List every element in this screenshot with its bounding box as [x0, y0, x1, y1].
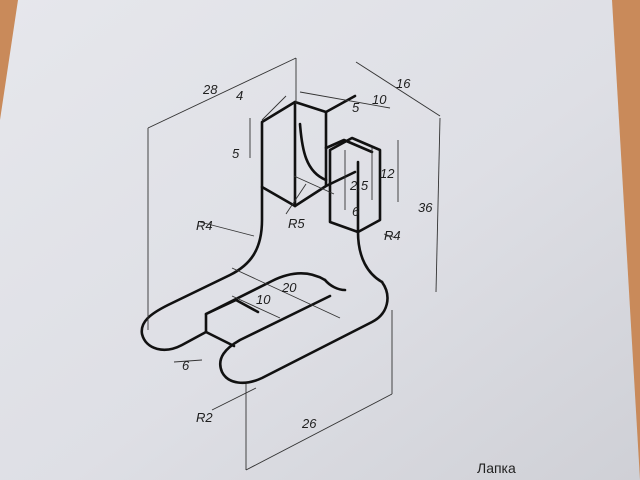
- part-drawing: [140, 94, 389, 385]
- dim-26: 26: [301, 416, 317, 431]
- dim-r4-left: R4: [196, 218, 213, 233]
- dim-5-slot: 5: [352, 100, 360, 115]
- dim-2-5: 2,5: [349, 178, 369, 193]
- dimension-labels: 28 16 10 4 5 5 12 2,5 6 R4 R5 R4 36 20 1…: [182, 76, 433, 431]
- dim-10-mid: 10: [256, 292, 271, 307]
- dim-6-right: 6: [352, 204, 360, 219]
- dim-10-top: 10: [372, 92, 387, 107]
- dim-20: 20: [281, 280, 297, 295]
- dim-r2: R2: [196, 410, 213, 425]
- dim-16: 16: [396, 76, 411, 91]
- base-tongue: [219, 280, 389, 385]
- dim-12: 12: [380, 166, 395, 181]
- dim-6-left: 6: [182, 358, 190, 373]
- dim-r4-right: R4: [384, 228, 401, 243]
- right-lug: [328, 136, 382, 234]
- upright-body: [140, 185, 327, 351]
- drawing-caption: Лапка: [477, 460, 516, 476]
- dimension-lines: [147, 57, 441, 471]
- dim-36: 36: [418, 200, 433, 215]
- dim-28: 28: [202, 82, 218, 97]
- dim-r5: R5: [288, 216, 305, 231]
- dim-5-left: 5: [232, 146, 240, 161]
- dim-4: 4: [236, 88, 243, 103]
